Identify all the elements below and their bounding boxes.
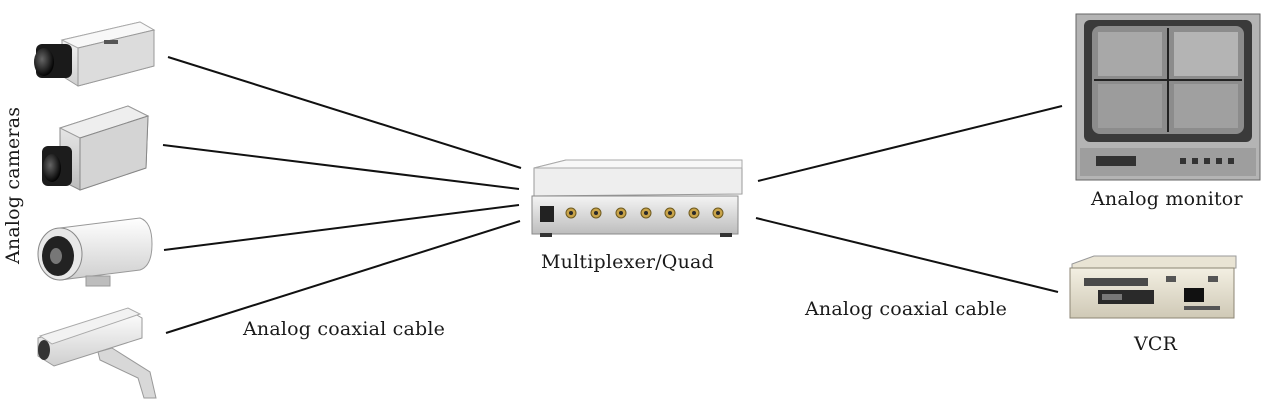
box-camera-icon [42,105,150,191]
cable-camera-3 [163,204,520,251]
vcr-icon [1069,255,1237,319]
analog-cameras-label: Analog cameras [2,106,24,264]
cable-camera-4 [165,220,521,334]
cable-camera-1 [167,56,522,169]
cable-to-monitor [757,105,1063,182]
multiplexer-icon [531,159,743,237]
cables [162,56,1063,334]
cable-to-vcr [755,217,1059,293]
housing-camera-icon [37,307,157,399]
box-camera-icon [34,21,156,87]
analog-monitor-label: Analog monitor [1091,188,1243,210]
crt-monitor-icon [1075,13,1261,181]
cable-camera-2 [162,144,520,190]
bullet-camera-icon [37,217,153,287]
vcr-label: VCR [1134,333,1178,355]
coaxial-cable-label-left: Analog coaxial cable [243,318,446,340]
multiplexer-label: Multiplexer/Quad [541,251,714,273]
coaxial-cable-label-right: Analog coaxial cable [805,298,1008,320]
